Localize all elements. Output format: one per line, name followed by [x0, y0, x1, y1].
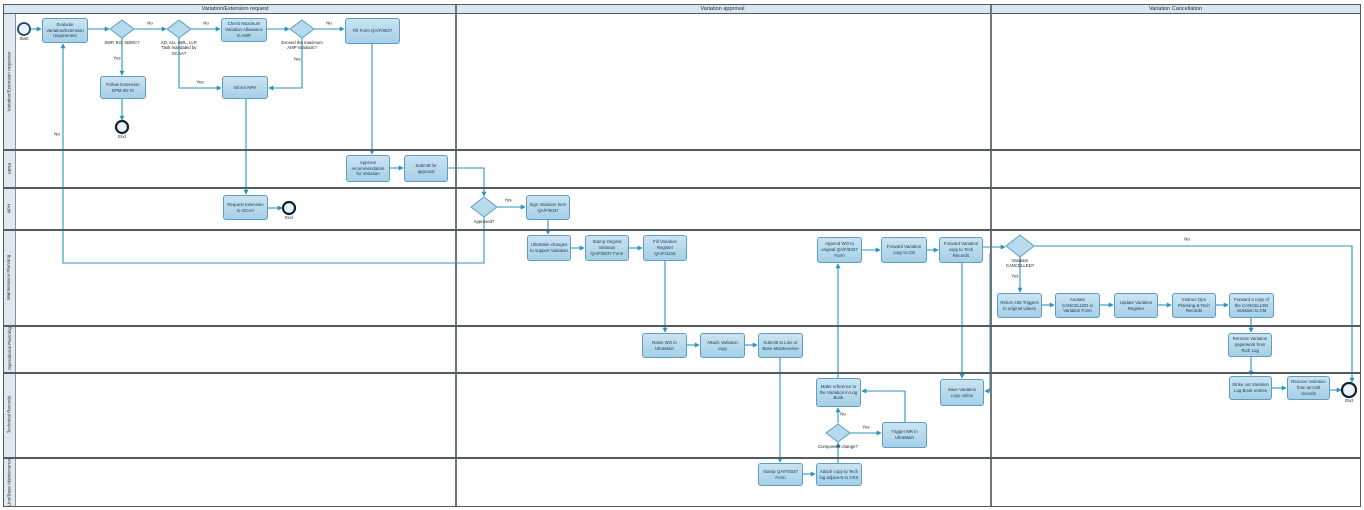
lane-separator-4 [3, 325, 1361, 327]
event-end-3-label: End [1345, 398, 1353, 403]
task-check-maximum-variation-allowance-in-amp: Check Maximum Variation Allowance in AMP [221, 18, 267, 42]
event-start [17, 22, 31, 36]
task-trigger-mr-in-ultramain: Trigger MR in UltraMain [882, 422, 927, 448]
flow-label-yes-27: Yes [861, 424, 871, 431]
lane-strip-divider [15, 14, 16, 507]
task-forward-copy-of-cancelled-variation-to-cm: Forward a copy of the CANCELLED Variatio… [1229, 293, 1274, 318]
column-header-variation-extension-request: Variation/Extension request [15, 4, 455, 14]
sequence-flow-44 [1034, 245, 1355, 383]
lane-label-text: Line/Base Maintenance [6, 457, 12, 507]
lane-label-text: Operational Planning [6, 327, 12, 370]
gateway-ad-ali-awl-llp [166, 19, 192, 39]
lane-label-nph: NPH [3, 187, 15, 229]
task-remove-variation-paperwork-from-tech-log: Remove Variation paperwork from Tech Log [1228, 333, 1272, 357]
lane-label-mpm: MPM [3, 149, 15, 187]
task-anotate-cancelled-in-variation-form: Anotate CANCELLED in Variation Form [1055, 293, 1100, 318]
column-header-variation-approval: Variation approval [455, 4, 990, 14]
event-end-2 [281, 200, 297, 216]
task-forward-variation-copy-to-tech-records: Forward Variation copy to Tech Records [939, 237, 983, 263]
gateway-component-change [825, 423, 851, 443]
task-forward-variation-copy-to-cm: Forward Variation copy to CM [881, 237, 927, 263]
column-header-variation-cancellation: Variation Cancellation [990, 4, 1361, 14]
task-update-variation-register: Update Variation Register [1114, 293, 1158, 318]
task-save-variation-copy-online: Save Variation copy online [940, 379, 984, 406]
task-attach-copy-to-tech-log-adjacent-to-crs: Attach copy to Tech log adjacent to CRS [816, 463, 862, 486]
event-end-2-label: End [285, 215, 293, 220]
task-submitt-to-line-or-base-maintenance: Submitt to Line or Base Maintenance [758, 333, 803, 358]
task-attach-variation-copy: Attach Variation copy [700, 333, 745, 358]
column-separator-1 [455, 4, 457, 507]
task-remove-variation-from-aircraft-records: Remove Variation from aircraft records [1287, 376, 1330, 400]
lane-label-text: MPM [6, 162, 12, 174]
gateway-exceed-maximum-amp-variation-label: Exceed the maximum AMP Variation? [281, 40, 323, 51]
event-end-3 [1340, 381, 1358, 399]
task-ultramain-changes-to-support-variation: UltraMain changes to support Variation [527, 235, 571, 261]
gateway-smp-eo-sbwc [109, 19, 135, 39]
task-evaluate-variation-extension-requirement: Evaluate Variation/Extension requirement [42, 18, 88, 43]
task-submitt-for-approval: Submitt for approval [404, 155, 448, 182]
lane-separator-5 [3, 372, 1361, 374]
lane-label-text: Variation/Extension requester [6, 51, 12, 112]
gateway-exceed-maximum-amp-variation [289, 19, 315, 39]
flow-label-yes-35: Yes [1010, 273, 1020, 280]
event-end-1-label: End [118, 134, 126, 139]
task-append-wo-to-original-qaf8037-form: Append WO to original QA/F/8037 Form [817, 237, 862, 263]
column-separator-2 [990, 4, 992, 507]
lane-label-maintenance-planning: Maintenance Planning [3, 229, 15, 325]
flow-label-yes-6: Yes [112, 55, 122, 62]
task-inform-nph: Inform NPH [222, 76, 268, 99]
flow-label-no-5: No [325, 20, 333, 27]
lane-label-text: NPH [6, 203, 12, 213]
lane-separator-6 [3, 457, 1361, 459]
flow-label-no-26: No [839, 411, 847, 418]
flow-label-no-44: No [1183, 236, 1191, 243]
flow-label-no-2: No [146, 20, 154, 27]
flow-label-yes-8: Yes [195, 79, 205, 86]
lane-separator-3 [3, 229, 1361, 231]
lane-label-operational-planning: Operational Planning [3, 325, 15, 372]
lane-label-variation-extension-requester: Variation/Extension requester [3, 14, 15, 149]
task-instruct-ops-planning-tech-records: Instruct Ops Planning & Tech Records [1172, 293, 1216, 318]
task-request-extension-to-gcaa: Request extension to GCAA [223, 195, 268, 220]
gateway-variation-cancelled-label: Variation CANCELLED? [1005, 258, 1035, 269]
gateway-ad-ali-awl-llp-label: AD, ALI, AWL, LLP, Task mandated by GCAA… [160, 40, 198, 56]
flow-label-yes-15: Yes [503, 197, 513, 204]
sequence-flow-8 [178, 38, 222, 91]
gateway-variation-cancelled [1005, 234, 1035, 258]
flow-label-yes-9: Yes [292, 56, 302, 63]
event-end-1 [114, 119, 130, 135]
sequence-flow-16 [60, 43, 485, 264]
gateway-component-change-label: Component change? [818, 444, 858, 449]
task-return-um-triggers-to-original-values: Return UM Triggers to original values [997, 293, 1042, 318]
sequence-flow-9 [268, 38, 303, 91]
task-make-reference-to-variation-in-log-book: Make reference to the Variation in Log B… [816, 378, 861, 407]
lane-label-line-base-maintenance: Line/Base Maintenance [3, 457, 15, 507]
task-stamp-original-variation-qaf8037-form: Stamp Original Variation QA/F/8037 Form [585, 235, 629, 261]
sequence-flow-28 [861, 388, 906, 422]
gateway-approved [470, 196, 498, 218]
task-fill-variation-register-qaf1216: Fill Variation Register QA/F/1216 [643, 235, 687, 261]
lane-separator-2 [3, 187, 1361, 189]
sequence-flow-14 [448, 167, 487, 197]
task-fill-form-qaf8037: Fill Form QA/F/8037 [345, 18, 400, 44]
gateway-approved-label: Approved? [473, 219, 495, 224]
gateway-smp-eo-sbwc-label: SMP, EO, SBWC? [104, 40, 140, 45]
flow-label-no-3: No [202, 20, 210, 27]
lane-label-technical-records: Technical Records [3, 372, 15, 457]
task-approve-recommendation-for-variation: Approve recommendation for Variation [346, 155, 390, 182]
pool-header-corner [3, 4, 15, 14]
lane-separator-1 [3, 149, 1361, 151]
lane-label-text: Technical Records [6, 395, 12, 434]
task-follow-extension-epm-08-72: Follow Extension EPM 08-72 [100, 76, 146, 99]
task-stamp-qaf8037-form: Stamp QA/F/8037 Form [758, 463, 803, 486]
task-raise-wo-in-ultramain: Raise WO in UltraMain [642, 333, 687, 358]
flow-label-no-16: No [53, 131, 61, 138]
task-strike-out-variation-log-book-entries: Strike out Variation Log Book entries [1229, 376, 1272, 400]
task-sign-variation-form-qaf8037: Sign Variation form QA/F/8037 [526, 195, 570, 220]
lane-label-text: Maintenance Planning [6, 254, 12, 300]
event-start-label: Start [19, 36, 29, 41]
